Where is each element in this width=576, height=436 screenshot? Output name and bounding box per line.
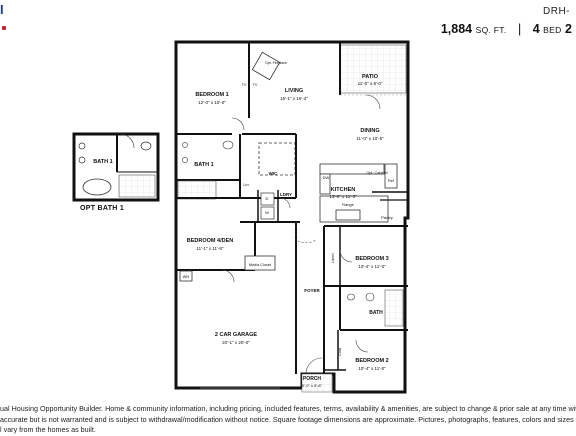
- sqft-value: 1,884: [440, 22, 473, 36]
- bedroom2-dims: 10'-4" x 11'-0": [358, 366, 386, 371]
- opt-bath1-room-label: BATH 1: [93, 159, 112, 165]
- dw-label: DW: [323, 175, 330, 180]
- range-label: Range: [342, 202, 355, 207]
- disclaimer-line-3: l vary from the homes as built.: [0, 425, 96, 434]
- sqft-unit: SQ. FT.: [475, 25, 507, 35]
- bedroom3-label: BEDROOM 3: [355, 256, 388, 262]
- porch-dims: 5'-0" x 8'-8": [302, 383, 323, 388]
- porch-label: PORCH: [303, 376, 321, 382]
- plan-stats: 1,884 SQ. FT. | 4 BED 2: [441, 22, 572, 36]
- media-closet-label: Media Closet: [249, 263, 272, 267]
- linen2-label: Linen: [331, 253, 335, 262]
- bedroom4-label: BEDROOM 4/DEN: [187, 238, 233, 244]
- living-dims: 15'-1" x 16'-4": [280, 96, 308, 101]
- garage-label: 2 CAR GARAGE: [215, 332, 258, 338]
- living-label: LIVING: [285, 88, 303, 94]
- dryer-label: D: [266, 196, 269, 201]
- kitchen-label: KITCHEN: [331, 187, 355, 193]
- opt-cabinet-label: Opt. Cabinet: [366, 171, 388, 175]
- wh-label: WH: [183, 274, 190, 279]
- opt-bath-label: OPT BATH 1: [80, 205, 125, 212]
- patio-dims: 11'-0" x 8'-0": [358, 81, 383, 86]
- disclaimer-line-1: ual Housing Opportunity Builder. Home & …: [0, 404, 576, 413]
- foyer-label: FOYER: [304, 288, 320, 293]
- dining-label: DINING: [360, 128, 379, 134]
- tv1-label: TV: [242, 83, 247, 87]
- disclaimer-line-2: accurate but is not warranted and is sub…: [0, 414, 576, 424]
- bedroom2-label: BEDROOM 2: [355, 358, 388, 364]
- bath-value: 2: [565, 22, 572, 36]
- bedroom3-dims: 10'-4" x 11'-0": [358, 264, 386, 269]
- coat-label: Coat: [338, 347, 342, 356]
- stats-separator: |: [518, 22, 522, 36]
- bed-value: 4: [532, 22, 540, 36]
- bath2-label: BATH: [369, 310, 383, 316]
- bath1-label: BATH 1: [194, 162, 213, 168]
- tv2-label: TV: [253, 83, 258, 87]
- washer-label: W: [265, 210, 269, 215]
- bedroom4-dims: 11'-1" x 11'-8": [196, 246, 223, 251]
- linen1-label: Lin: [243, 182, 248, 187]
- patio-label: PATIO: [362, 74, 379, 80]
- brand-logo: I: [0, 2, 4, 17]
- dining-dims: 11'-0" x 10'-5": [356, 136, 384, 141]
- ref-label: Ref: [388, 179, 395, 183]
- bedroom1-label: BEDROOM 1: [195, 92, 228, 98]
- wic-label: WIC: [269, 171, 278, 176]
- bedroom1-dims: 12'-0" x 15'-0": [198, 100, 226, 105]
- plan-code: DRH-: [543, 6, 570, 17]
- header: I DRH- 1,884 SQ. FT. | 4 BED 2: [0, 0, 576, 40]
- disclaimer: ual Housing Opportunity Builder. Home & …: [0, 404, 576, 436]
- fireplace-label: Opt. Fireplace: [265, 61, 287, 65]
- house-walls: [174, 40, 410, 394]
- garage-dims: 20'-1" x 20'-0": [222, 340, 250, 345]
- brand-logo-mark: [2, 26, 6, 30]
- pantry-label: Pantry: [381, 215, 393, 220]
- opt-bath-plan: [72, 132, 160, 202]
- laundry-label: LDRY: [280, 192, 292, 197]
- kitchen-dims: 13'-0" x 11'-3": [329, 194, 357, 199]
- bed-unit: BED: [543, 25, 562, 35]
